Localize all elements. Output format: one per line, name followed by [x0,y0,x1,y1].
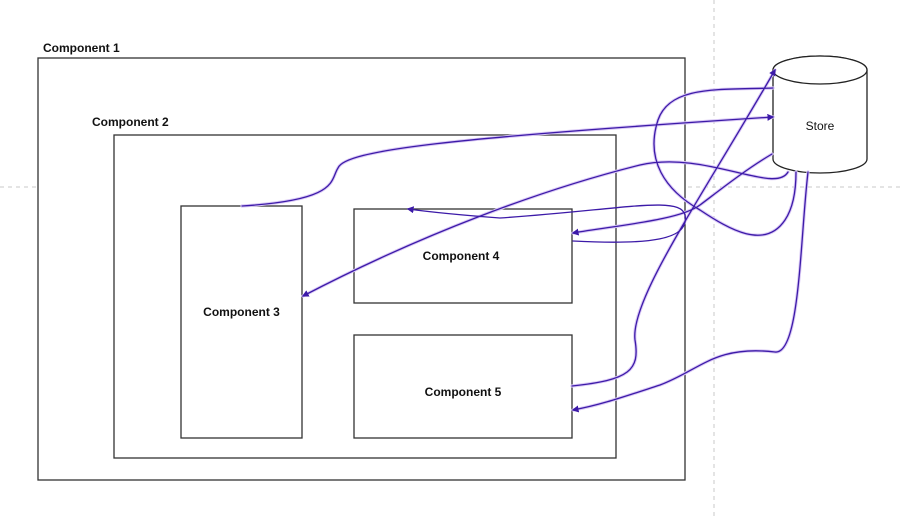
edge-store-to-component-3[interactable] [301,161,789,297]
edge-component-5-to-store[interactable] [571,68,776,387]
component-1-label: Component 1 [43,41,120,55]
component-4-label: Component 4 [423,249,500,263]
component-5-label: Component 5 [425,385,502,399]
component-4-box[interactable] [353,208,573,304]
store-cylinder-top [772,55,868,85]
component-2-label: Component 2 [92,115,169,129]
component-3-box[interactable] [180,205,303,439]
edge-component-3-to-store[interactable] [241,113,775,207]
store-label: Store [806,119,835,133]
component-3-label: Component 3 [203,305,280,319]
edge-store-loop[interactable] [653,87,797,236]
store-cylinder[interactable]: Store [772,55,868,174]
edge-store-to-component-4[interactable] [571,153,773,236]
edge-to-component-4-top[interactable] [406,204,686,243]
edge-store-to-component-5[interactable] [571,171,809,413]
